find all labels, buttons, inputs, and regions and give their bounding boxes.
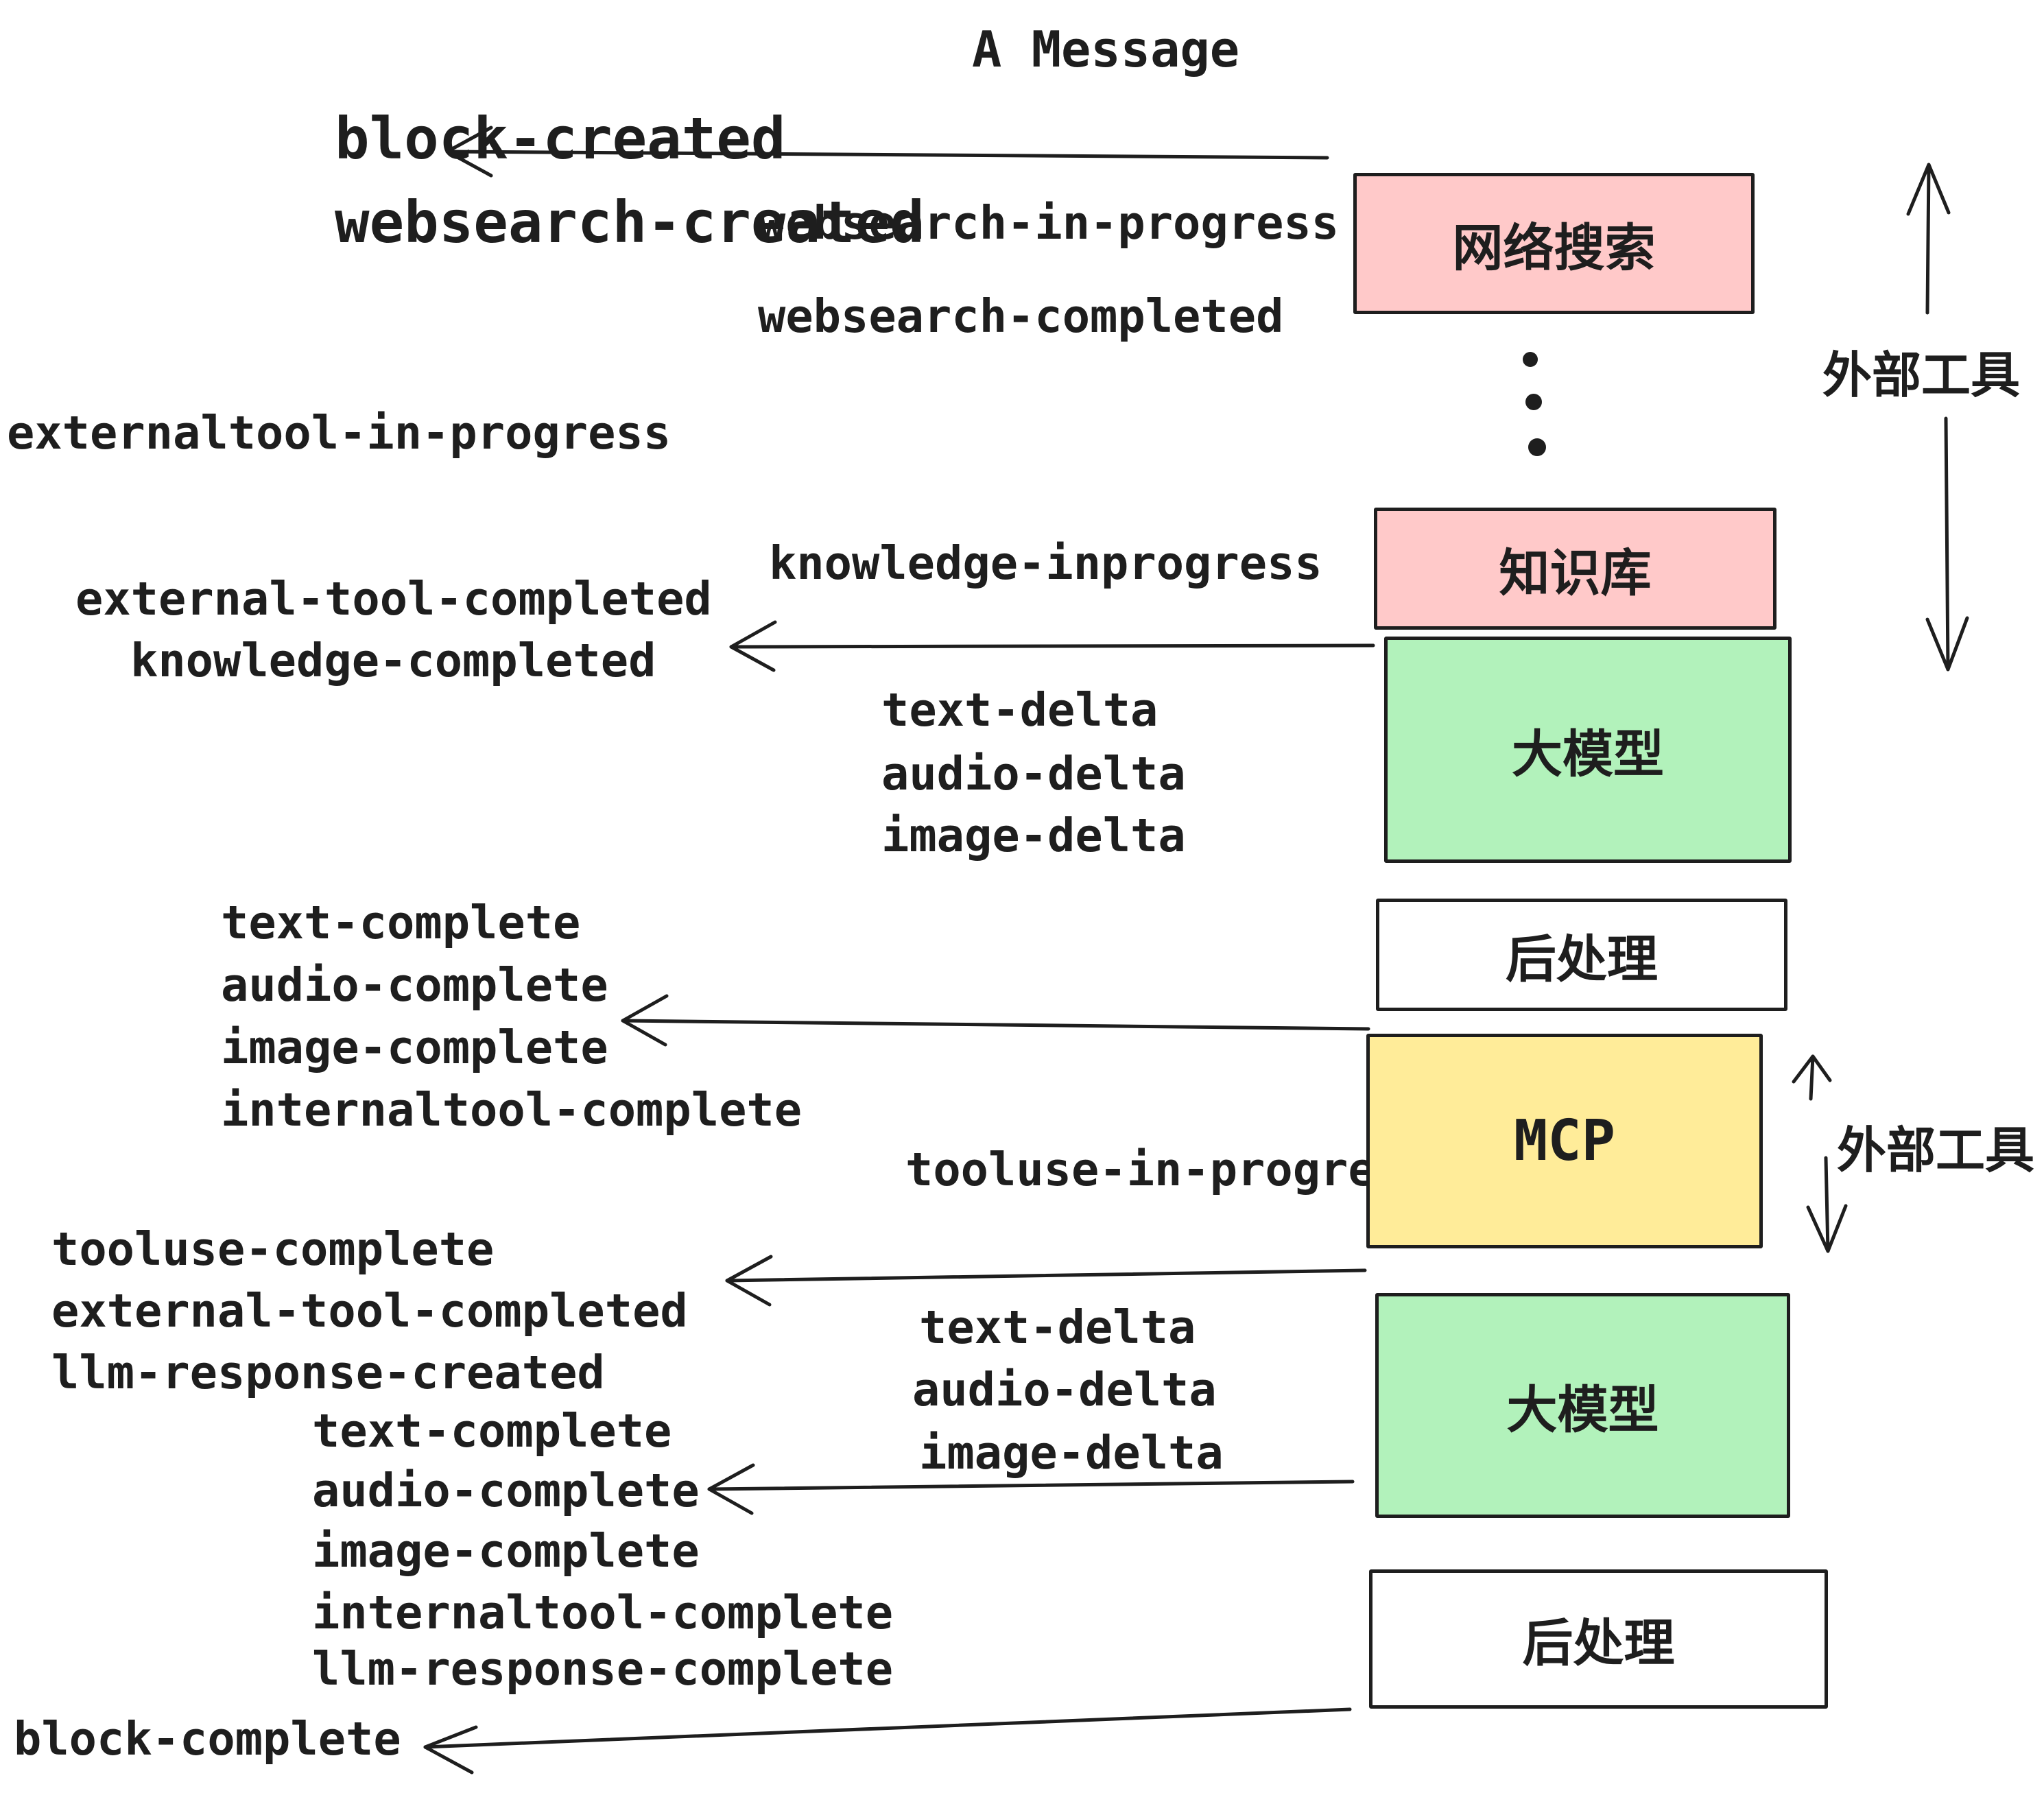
arrow-to-external-tool-completed [725,1255,1367,1307]
box-post-process-1-label: 后处理 [1506,929,1658,989]
arrow-to-knowledge-completed [729,620,1375,672]
label-external-tools-top: 外部工具 [1822,346,2021,404]
box-llm-2-label: 大模型 [1506,1380,1659,1440]
arrow-external-tools-top-down [1925,416,1969,672]
label-tooluse-complete: tooluse-complete [51,1222,495,1276]
box-knowledge-label: 知识库 [1499,543,1652,603]
arrow-to-image-complete [621,994,1370,1047]
box-llm-1: 大模型 [1384,637,1792,863]
label-audio-complete-2: audio-complete [312,1464,700,1517]
box-websearch-label: 网络搜索 [1452,218,1656,278]
diagram-title: A Message [972,21,1240,78]
box-websearch: 网络搜索 [1353,173,1755,314]
label-externaltool-in-progress: externaltool-in-progress [7,406,672,460]
label-knowledge-completed: knowledge-completed [130,634,656,687]
label-text-delta-2: text-delta [919,1301,1196,1354]
label-audio-complete-1: audio-complete [221,958,608,1012]
label-external-tool-completed-1: external-tool-completed [75,572,712,626]
label-llm-response-created: llm-response-created [51,1346,605,1399]
box-post-process-1: 后处理 [1376,899,1787,1011]
label-text-complete-1: text-complete [221,896,581,949]
label-tooluse-in-progress: tooluse-in-progress [905,1143,1431,1196]
arrow-external-tools-middle-up [1792,1054,1832,1101]
label-external-tool-completed-2: external-tool-completed [51,1284,688,1338]
label-internaltool-complete-1: internaltool-complete [221,1083,803,1137]
box-llm-1-label: 大模型 [1512,724,1664,784]
ellipsis-dots [1523,352,1546,456]
label-image-delta-1: image-delta [881,809,1186,862]
label-image-complete-2: image-complete [312,1524,700,1578]
label-text-delta-1: text-delta [881,683,1158,737]
label-llm-response-complete: llm-response-complete [312,1642,894,1696]
arrow-to-block-complete [423,1707,1352,1775]
box-llm-2: 大模型 [1375,1293,1790,1518]
label-audio-delta-2: audio-delta [912,1363,1217,1416]
label-audio-delta-1: audio-delta [881,747,1186,800]
label-text-complete-2: text-complete [312,1404,672,1458]
label-websearch-completed: websearch-completed [758,289,1284,343]
label-image-delta-2: image-delta [919,1426,1224,1480]
label-websearch-in-progress: websearch-in-progress [758,196,1340,250]
box-mcp-label: MCP [1513,1108,1616,1174]
label-internaltool-complete-2: internaltool-complete [312,1586,894,1639]
box-knowledge: 知识库 [1374,508,1776,630]
box-mcp: MCP [1366,1034,1763,1248]
label-knowledge-inprogress: knowledge-inprogress [769,536,1322,590]
label-block-created: block-created [335,105,786,172]
label-websearch-created: websearch-created [335,189,925,256]
box-post-process-2: 后处理 [1369,1569,1828,1709]
arrow-external-tools-top-up [1906,163,1951,315]
box-post-process-2-label: 后处理 [1522,1614,1675,1673]
label-block-complete: block-complete [14,1712,401,1766]
label-image-complete-1: image-complete [221,1021,608,1074]
label-external-tools-middle: 外部工具 [1837,1121,2035,1179]
